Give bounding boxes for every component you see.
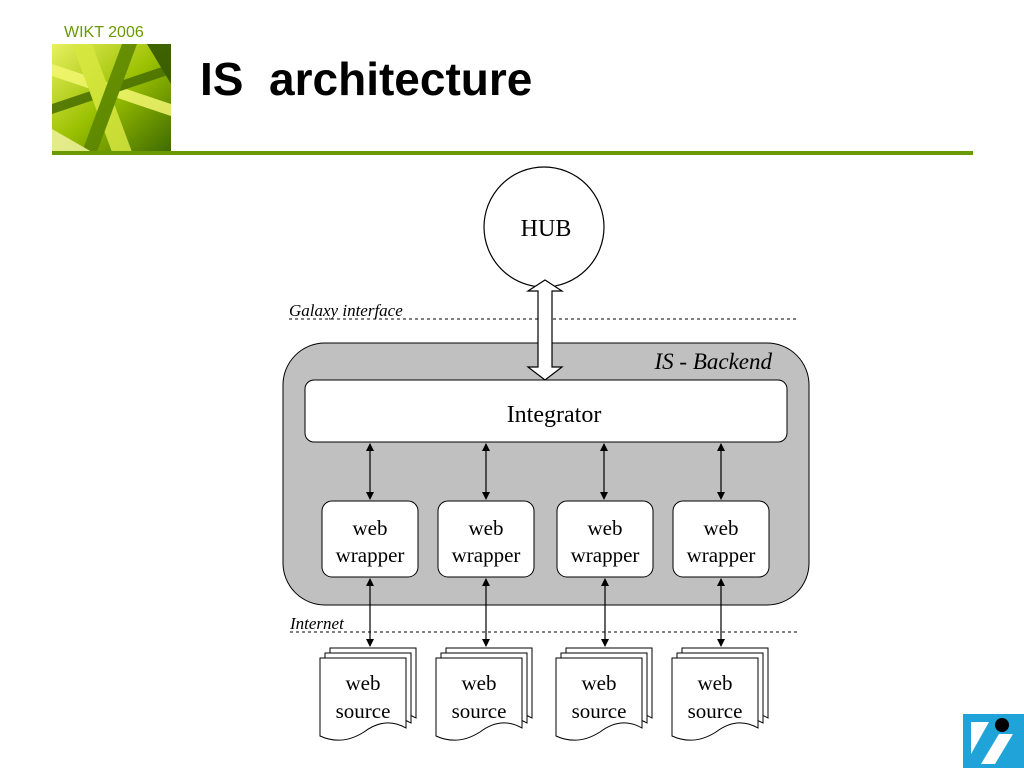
wrapper-label-line1: web <box>588 516 623 540</box>
page-title: IS architecture <box>200 53 533 105</box>
title-divider <box>52 151 973 155</box>
wrapper-label-line2: wrapper <box>452 543 521 567</box>
logo-image <box>52 44 171 152</box>
source-label-line2: source <box>688 699 743 723</box>
web-source-node: web source <box>671 647 769 741</box>
web-source-node: web source <box>319 647 417 741</box>
galaxy-interface-label: Galaxy interface <box>289 301 403 320</box>
conference-label: WIKT 2006 <box>64 24 144 41</box>
source-label-line2: source <box>452 699 507 723</box>
wrapper-label-line1: web <box>353 516 388 540</box>
hub-label: HUB <box>521 216 572 242</box>
wrapper-label-line2: wrapper <box>687 543 756 567</box>
source-label-line2: source <box>572 699 627 723</box>
web-source-node: web source <box>555 647 653 741</box>
brand-logo-icon <box>963 714 1024 768</box>
web-wrapper-node: web wrapper <box>556 500 654 578</box>
source-label-line2: source <box>336 699 391 723</box>
internet-label: Internet <box>289 614 345 633</box>
web-wrapper-node: web wrapper <box>321 500 419 578</box>
wrapper-label-line2: wrapper <box>571 543 640 567</box>
hub-node: HUB <box>483 166 605 288</box>
source-label-line1: web <box>582 671 617 695</box>
integrator-box <box>304 379 788 443</box>
web-source-node: web source <box>435 647 533 741</box>
web-wrapper-node: web wrapper <box>437 500 535 578</box>
hub-integrator-arrow <box>525 279 565 381</box>
integrator-label: Integrator <box>507 402 602 428</box>
source-label-line1: web <box>698 671 733 695</box>
web-wrapper-node: web wrapper <box>672 500 770 578</box>
backend-label: IS - Backend <box>654 349 773 374</box>
wrapper-label-line2: wrapper <box>336 543 405 567</box>
wrapper-label-line1: web <box>704 516 739 540</box>
wrapper-label-line1: web <box>469 516 504 540</box>
source-label-line1: web <box>462 671 497 695</box>
source-label-line1: web <box>346 671 381 695</box>
